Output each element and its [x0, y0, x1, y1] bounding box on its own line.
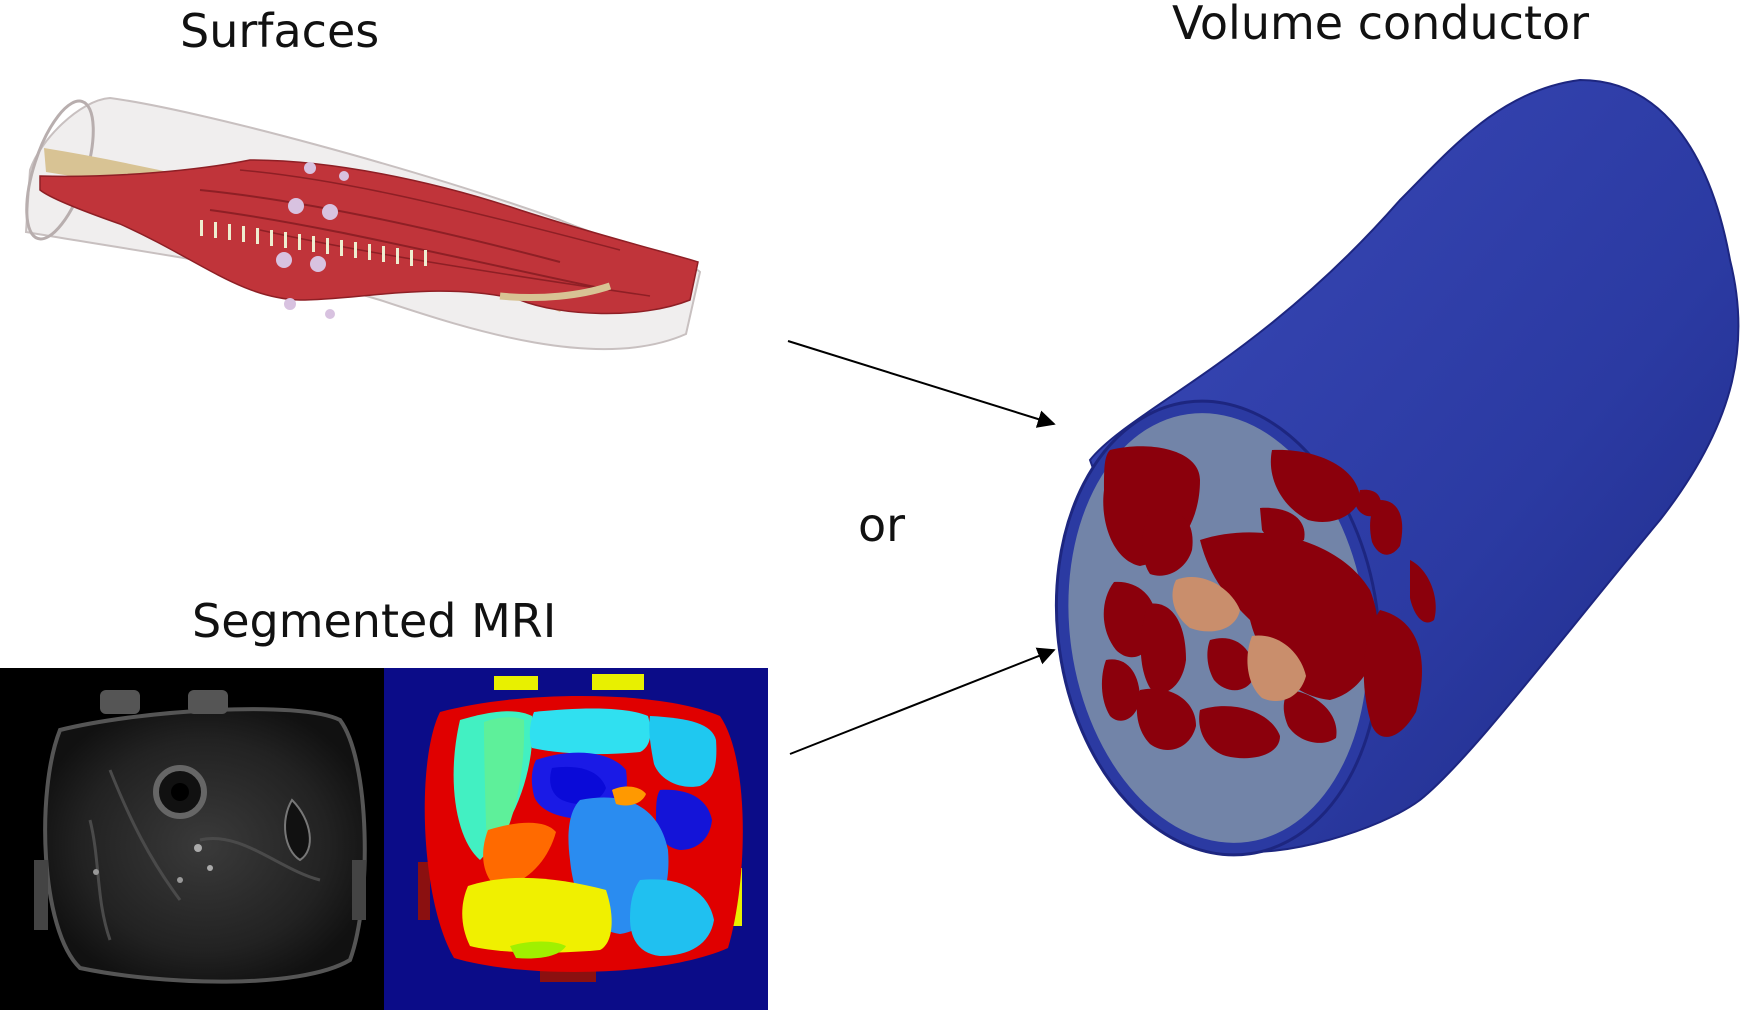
- electrode-dots: [276, 162, 349, 319]
- cross-section-muscles: [1101, 446, 1436, 759]
- arrow-top: [787, 340, 1056, 428]
- muscle-bulk: [39, 159, 699, 315]
- mri-raw-image: [0, 668, 384, 1010]
- or-label: or: [858, 498, 906, 552]
- surfaces-label: Surfaces: [180, 4, 380, 58]
- bone-radius: [1172, 576, 1240, 632]
- electrode-grid: [200, 220, 427, 266]
- mri-segmentation: [384, 668, 768, 1010]
- segmented-mri-label: Segmented MRI: [192, 594, 557, 648]
- bone-ulna: [1247, 635, 1306, 702]
- volume-conductor-model: [1054, 78, 1740, 857]
- arrow-bottom: [789, 647, 1056, 755]
- volume-conductor-label: Volume conductor: [1172, 0, 1590, 50]
- forearm-surface-model: [24, 96, 702, 351]
